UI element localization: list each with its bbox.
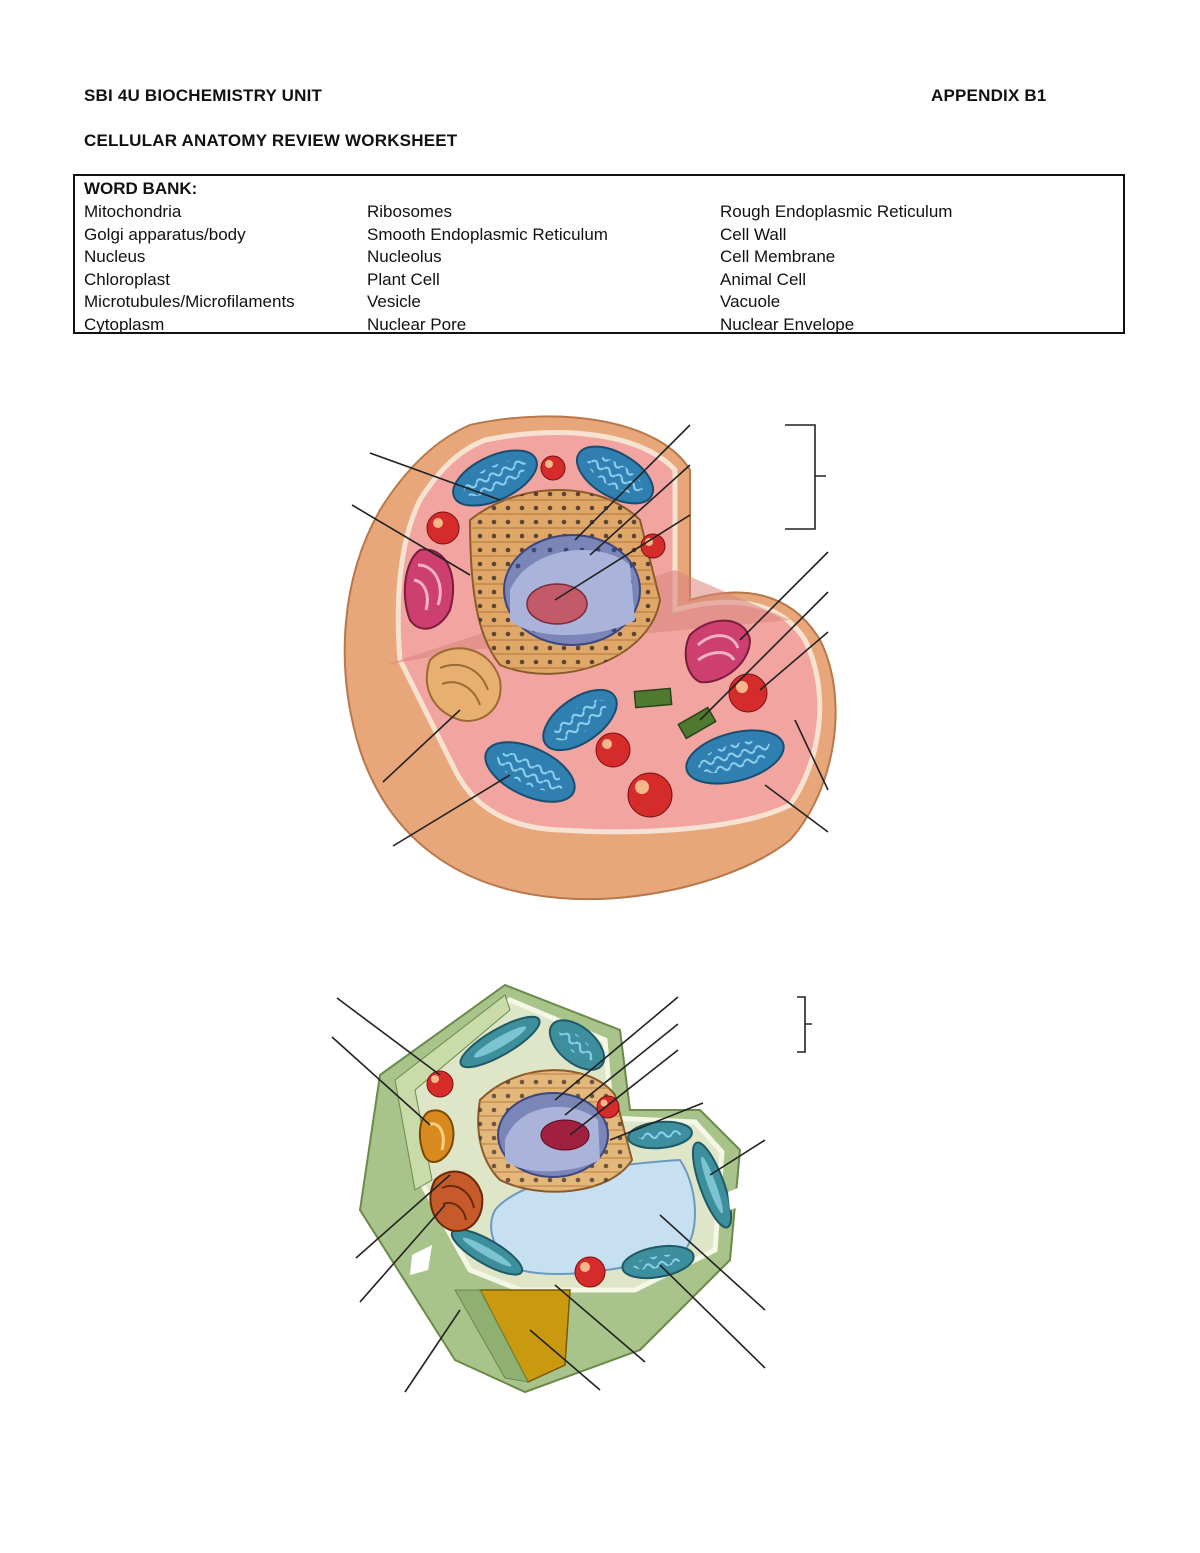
plant-wall-notch (728, 1185, 745, 1210)
mitochondrion (576, 445, 654, 505)
vesicle (595, 732, 631, 768)
word-bank-term: Cell Wall (720, 224, 787, 244)
word-bank-column-3: Rough Endoplasmic Reticulum Cell Wall Ce… (720, 201, 952, 337)
plant-nucleolus (540, 1119, 590, 1151)
animal-label-bracket (785, 424, 826, 530)
worksheet-unit-header: SBI 4U BIOCHEMISTRY UNIT (84, 86, 323, 105)
word-bank-term: Nucleus (84, 247, 146, 267)
word-bank-term: Cell Membrane (720, 247, 836, 267)
word-bank-term: Mitochondria (84, 202, 182, 221)
word-bank-term: Nucleolus (367, 247, 442, 267)
animal-cell-diagram (343, 415, 837, 901)
plant-leader-lines (331, 996, 766, 1393)
golgi-apparatus (684, 619, 752, 684)
mitochondrion (685, 729, 785, 785)
plant-vesicle (574, 1256, 606, 1288)
word-bank-term: Microtubules/Microfilaments (84, 292, 295, 312)
smooth-er (425, 647, 502, 722)
chloroplast (450, 1228, 524, 1276)
word-bank-term: Nuclear Envelope (720, 314, 855, 334)
plant-wall-notch (410, 1245, 432, 1275)
word-bank-term: Vacuole (720, 292, 781, 312)
nucleolus (526, 583, 588, 625)
appendix-label: APPENDIX B1 (931, 86, 1047, 105)
word-bank-term: Golgi apparatus/body (84, 224, 246, 244)
vesicle (627, 772, 673, 818)
centriole (633, 687, 673, 709)
plant-cell-diagram (331, 983, 812, 1394)
vesicle (728, 673, 768, 713)
vesicle (426, 511, 460, 545)
chloroplast (621, 1244, 695, 1280)
word-bank-term: Nuclear Pore (367, 314, 467, 334)
word-bank-term: Vesicle (367, 292, 421, 312)
word-bank-term: Smooth Endoplasmic Reticulum (367, 224, 608, 244)
word-bank-term: Rough Endoplasmic Reticulum (720, 202, 953, 221)
centriole (677, 706, 717, 740)
word-bank-column-2: Ribosomes Smooth Endoplasmic Reticulum N… (367, 201, 608, 337)
plant-label-bracket (797, 996, 812, 1053)
word-bank-term: Chloroplast (84, 269, 170, 289)
mitochondrion (452, 449, 538, 507)
chloroplast (459, 1015, 541, 1069)
golgi-apparatus (403, 548, 455, 630)
chloroplast (627, 1120, 693, 1150)
vesicle (540, 455, 566, 481)
word-bank-box: WORD BANK: Mitochondria Golgi apparatus/… (73, 174, 1125, 334)
worksheet-title: CELLULAR ANATOMY REVIEW WORKSHEET (84, 131, 458, 150)
chloroplast (691, 1141, 733, 1229)
word-bank-term: Ribosomes (367, 202, 453, 221)
plant-vesicle (426, 1070, 454, 1098)
word-bank-column-1: Mitochondria Golgi apparatus/body Nucleu… (84, 201, 295, 337)
plant-wall-cut-edge (454, 1289, 529, 1383)
chloroplast (548, 1019, 606, 1071)
word-bank-term: Animal Cell (720, 269, 806, 289)
word-bank-title: WORD BANK: (84, 179, 198, 198)
word-bank-term: Cytoplasm (84, 314, 165, 334)
plant-smooth-er (429, 1170, 484, 1232)
mitochondrion (484, 741, 576, 803)
animal-leader-lines (351, 424, 829, 847)
mitochondrion (542, 688, 618, 752)
word-bank-term: Plant Cell (367, 269, 440, 289)
